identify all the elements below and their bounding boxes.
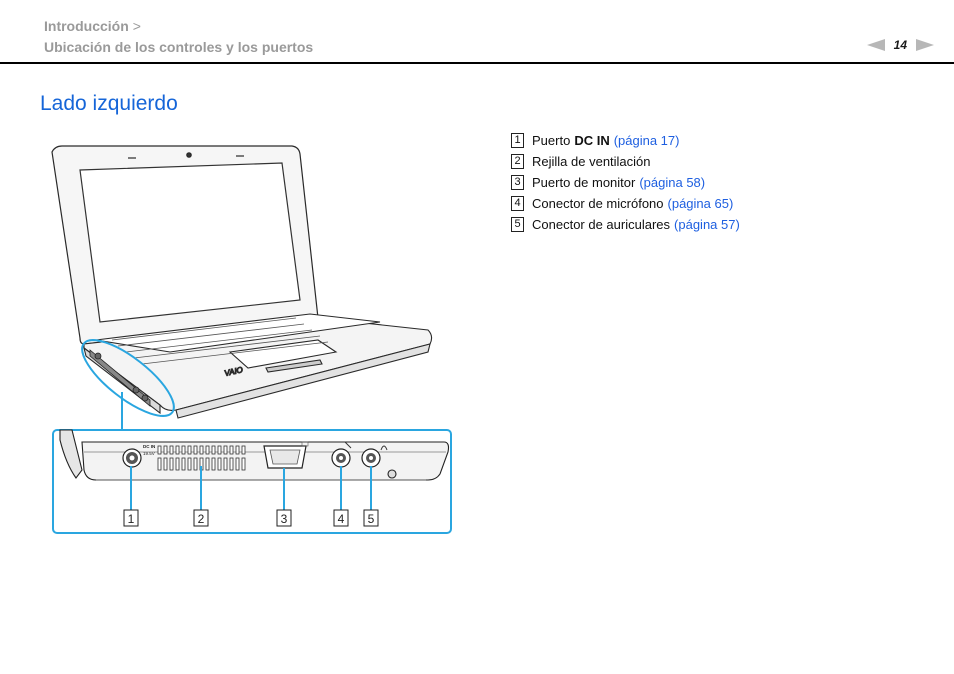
callout-lines <box>130 466 372 510</box>
legend-page-link[interactable]: (página 65) <box>667 196 734 211</box>
legend-page-link[interactable]: (página 58) <box>639 175 706 190</box>
breadcrumb: Introducción> Ubicación de los controles… <box>44 16 313 58</box>
legend-item-3: 3 Puerto de monitor (página 58) <box>511 172 740 193</box>
callout-number: 2 <box>198 512 205 526</box>
ventilation-grille <box>157 445 246 471</box>
laptop-logo: VAIO <box>224 365 244 378</box>
legend-text: Conector de auriculares <box>532 217 671 232</box>
callout-number: 5 <box>368 512 375 526</box>
callout-number: 4 <box>338 512 345 526</box>
pager: 14 <box>866 37 934 53</box>
legend-text: Conector de micrófono <box>532 196 664 211</box>
header-rule <box>0 62 954 64</box>
dc-in-voltage-label: 19.5V <box>143 451 155 456</box>
legend-item-2: 2 Rejilla de ventilación <box>511 151 740 172</box>
page-header: Introducción> Ubicación de los controles… <box>0 0 954 64</box>
legend-list: 1 Puerto DC IN (página 17) 2 Rejilla de … <box>511 130 740 235</box>
highlight-ellipse <box>81 339 175 417</box>
legend-number: 4 <box>511 196 524 211</box>
legend-number: 5 <box>511 217 524 232</box>
legend-number: 3 <box>511 175 524 190</box>
legend-text: Rejilla de ventilación <box>532 154 651 169</box>
laptop-base: VAIO <box>83 313 433 419</box>
legend-bold-text: DC IN <box>574 133 610 148</box>
monitor-port <box>263 441 309 469</box>
legend-page-link[interactable]: (página 17) <box>613 133 680 148</box>
callout-boxes: 1 2 3 4 5 <box>123 509 379 527</box>
legend-number: 1 <box>511 133 524 148</box>
legend-item-5: 5 Conector de auriculares (página 57) <box>511 214 740 235</box>
headphones-icon <box>380 445 388 451</box>
callout-number: 3 <box>281 512 288 526</box>
page-number: 14 <box>893 38 907 52</box>
legend-page-link[interactable]: (página 57) <box>674 217 740 232</box>
laptop-left-ports <box>89 349 151 407</box>
previous-page-arrow-icon[interactable] <box>866 39 885 51</box>
breadcrumb-current: Ubicación de los controles y los puertos <box>44 39 314 55</box>
dc-in-port-label: DC IN <box>143 444 155 449</box>
legend-item-1: 1 Puerto DC IN (página 17) <box>511 130 740 151</box>
microphone-icon <box>344 441 352 449</box>
breadcrumb-separator: > <box>132 18 141 34</box>
legend-text: Puerto de monitor <box>532 175 636 190</box>
breadcrumb-parent[interactable]: Introducción <box>44 18 129 34</box>
legend-item-4: 4 Conector de micrófono (página 65) <box>511 193 740 214</box>
next-page-arrow-icon[interactable] <box>916 39 934 51</box>
page-title: Lado izquierdo <box>40 92 178 115</box>
laptop-lid <box>51 145 319 345</box>
legend-number: 2 <box>511 154 524 169</box>
monitor-icon <box>301 441 309 447</box>
keyboard <box>111 317 329 365</box>
callout-number: 1 <box>128 512 135 526</box>
legend-text: Puerto <box>532 133 571 148</box>
